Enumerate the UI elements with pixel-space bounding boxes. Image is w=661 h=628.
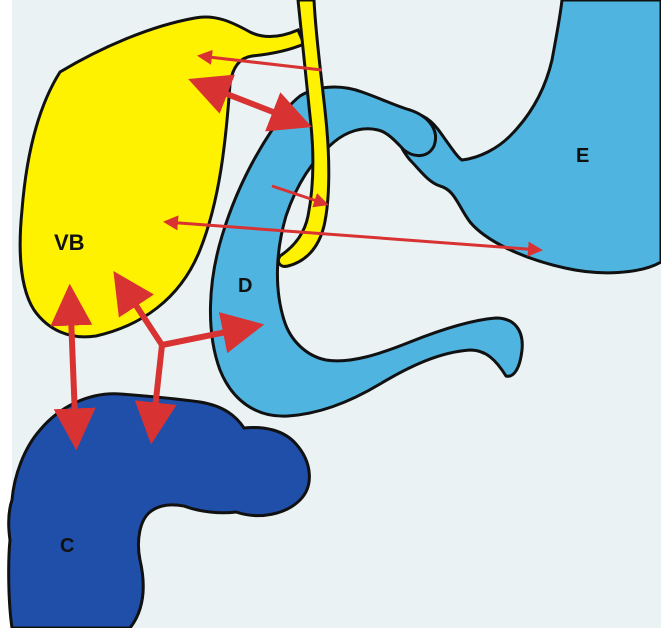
label-stomach: E <box>576 145 589 167</box>
label-colon: C <box>60 535 74 557</box>
label-duodenum: D <box>238 275 252 297</box>
label-gallbladder: VB <box>54 230 85 255</box>
